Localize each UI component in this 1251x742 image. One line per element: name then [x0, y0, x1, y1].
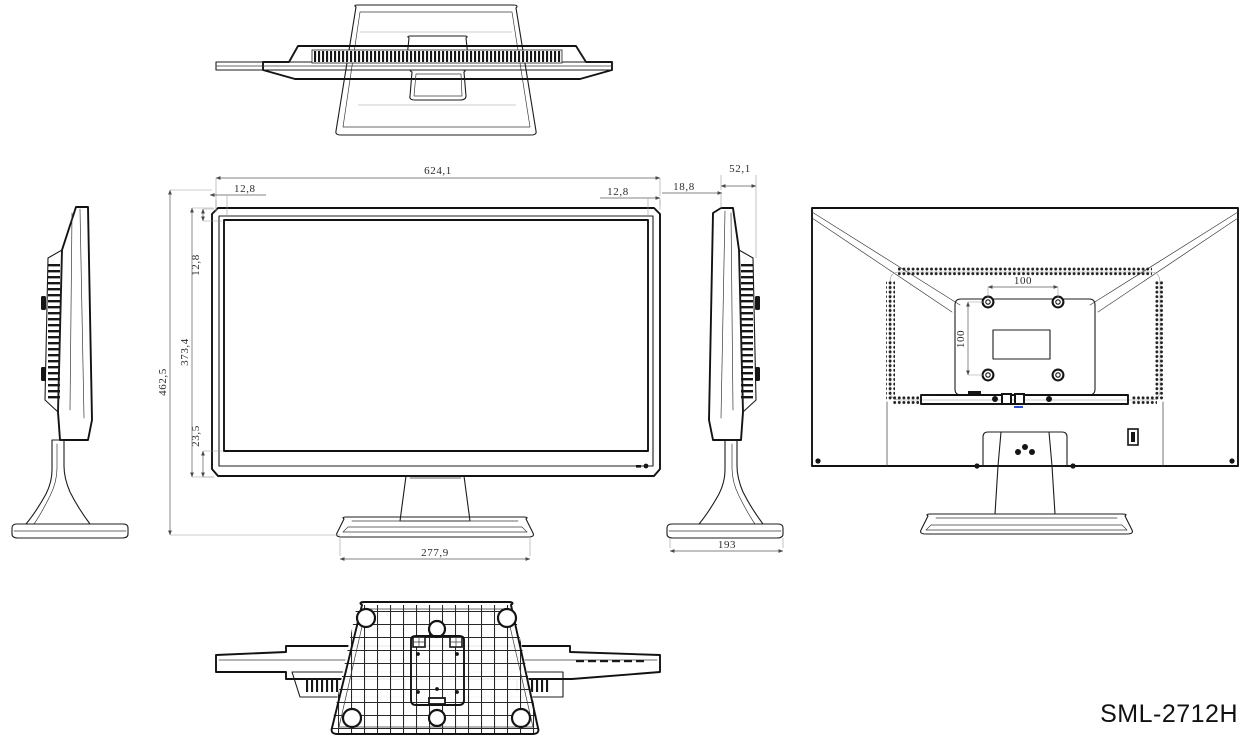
rear-stand-neck-collar [982, 431, 1068, 467]
top-view-hinge-lower [409, 69, 467, 101]
rear-io-accent-mark [1014, 406, 1023, 408]
right-panel-slab [708, 207, 744, 441]
rear-corner-screw-right [1229, 458, 1235, 464]
top-view-guide-lines [358, 31, 516, 106]
front-stand-base [336, 516, 534, 538]
right-side-button-lower [755, 367, 760, 381]
dimension-label-base-width: 277,9 [421, 547, 449, 559]
view-left-side [11, 206, 129, 539]
top-view-stand-base [335, 4, 537, 136]
rear-neck-to-base [994, 465, 1056, 515]
dimension-bezel-right: 12,8 [600, 186, 661, 216]
dimension-label-overall-height: 462,5 [157, 368, 169, 396]
front-base-detail [342, 520, 528, 533]
dimension-label-active-height: 373,4 [179, 338, 191, 366]
bottom-foot-bottom-right [510, 707, 532, 729]
rear-neck-screws [1015, 444, 1035, 455]
left-stand-foot [11, 523, 129, 539]
rear-base-detail [925, 517, 1128, 531]
dimension-label-bezel-left: 12,8 [234, 183, 256, 195]
bottom-foot-bottom-left [341, 707, 363, 729]
left-stand-inner-line [33, 443, 58, 525]
dimension-bezel-left: 12,8 [209, 183, 266, 216]
view-top [215, 4, 613, 136]
dimension-label-panel-depth: 52,1 [729, 163, 751, 175]
bottom-mount-brackets [412, 636, 463, 648]
bottom-left-vents [306, 678, 339, 692]
rear-label-plate [992, 329, 1051, 360]
dimension-label-bezel-right: 12,8 [607, 186, 629, 198]
view-rear [811, 207, 1239, 535]
bottom-center-hole-top [427, 619, 447, 639]
dimension-label-vesa-horizontal: 100 [1014, 275, 1032, 287]
dimension-label-vesa-vertical: 100 [955, 330, 967, 348]
dimension-panel-depth: 52,1 [720, 163, 757, 258]
left-side-button-lower [41, 367, 46, 381]
dimension-label-overall-width: 624,1 [424, 165, 452, 177]
dimension-active-height: 373,4 [179, 207, 214, 478]
right-vent-slats [741, 264, 753, 399]
front-display-area [223, 219, 649, 452]
dimension-label-panel-offset: 18,8 [673, 181, 695, 193]
bottom-mount-plate [410, 635, 465, 706]
dimension-base-width: 277,9 [339, 537, 531, 561]
rear-io-jack-2 [1046, 396, 1052, 402]
view-front [211, 207, 661, 538]
bottom-cable-channel [428, 697, 446, 705]
top-view-base-inner [342, 11, 531, 128]
rear-io-slot [968, 391, 981, 394]
rear-io-ports [968, 391, 1052, 408]
rear-io-port-2 [1014, 393, 1025, 405]
front-bezel-inner [218, 215, 654, 467]
bottom-base-inner-outline [338, 608, 534, 728]
bottom-edge-vents [576, 660, 644, 663]
bottom-foot-top-left [355, 607, 377, 629]
rear-power-switch [1127, 428, 1139, 446]
front-power-button [643, 463, 649, 469]
front-led-indicator [636, 465, 641, 468]
bottom-base-outline [330, 601, 540, 735]
rear-neck-screw-right [1070, 463, 1076, 469]
bottom-foot-top-right [496, 607, 518, 629]
left-vent-slats [48, 264, 60, 399]
right-stand-foot [666, 523, 784, 539]
rear-io-jack-1 [992, 396, 998, 402]
rear-vertical-guides [886, 401, 1164, 467]
view-bottom [215, 601, 661, 735]
rear-vent-border [886, 267, 1164, 405]
dimension-overall-height: 462,5 [157, 189, 340, 536]
view-right-side [666, 207, 784, 539]
right-side-button-upper [755, 296, 760, 310]
left-side-button-upper [41, 296, 46, 310]
rear-io-port-1 [1001, 393, 1012, 405]
front-chassis [211, 207, 661, 477]
bottom-panel-body [215, 645, 661, 680]
rear-corner-screw-left [815, 458, 821, 464]
model-number-label: SML-2712H [1100, 700, 1238, 728]
rear-shell [811, 207, 1239, 467]
left-panel-edge-lines [69, 208, 85, 419]
dimension-base-depth: 193 [669, 538, 784, 553]
bottom-mount-screws [416, 652, 459, 694]
dimension-vesa-horizontal: 100 [987, 275, 1059, 297]
dimension-vesa-vertical: 100 [955, 301, 984, 376]
right-panel-edge-lines [720, 210, 734, 419]
top-view-vent-strip [311, 49, 563, 64]
dimension-panel-offset: 18,8 [662, 181, 723, 208]
rear-vesa-screws [981, 295, 1065, 382]
right-rear-bulge [738, 249, 757, 413]
top-view-hinge-inner [413, 73, 463, 97]
left-rear-bulge [44, 249, 63, 413]
right-stand-inner-line [731, 443, 756, 525]
rear-stand-base [920, 513, 1133, 535]
rear-chamfer-lines [811, 211, 1239, 313]
top-view-shoulders [288, 45, 587, 63]
rear-neck-screw-left [974, 463, 980, 469]
dimension-label-base-depth: 193 [718, 539, 736, 551]
bottom-center-hole-bottom [427, 708, 447, 728]
